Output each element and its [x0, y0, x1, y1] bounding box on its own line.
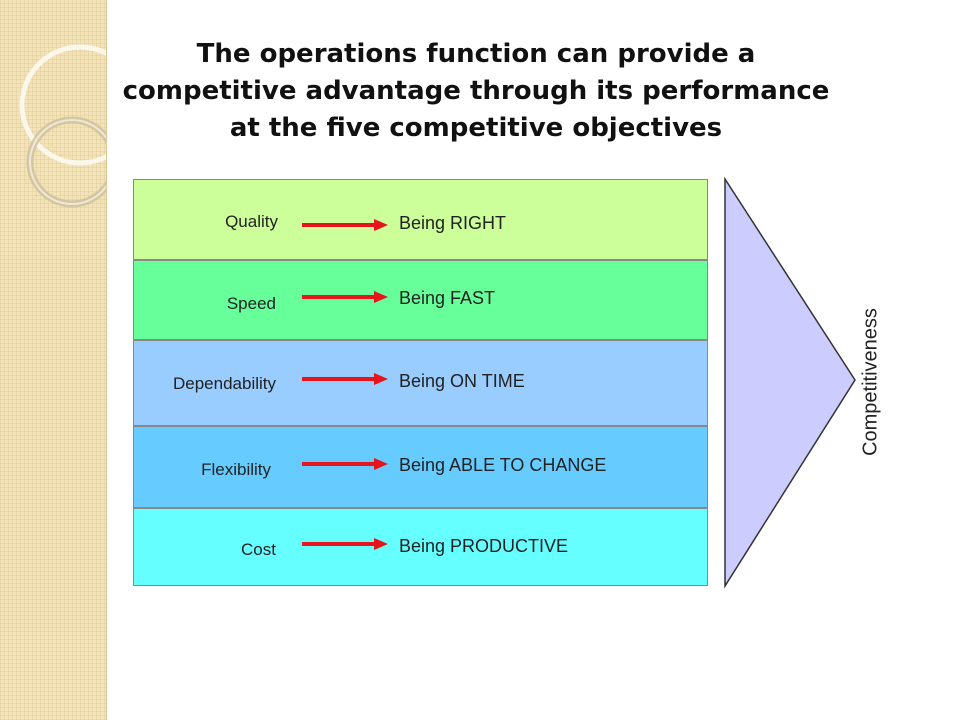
right-arrow-icon [302, 538, 388, 550]
right-arrow-icon [302, 291, 388, 303]
decorative-circles [19, 44, 106, 208]
right-arrow-icon [302, 373, 388, 385]
competitiveness-label: Competitiveness [859, 308, 882, 456]
description-dependability: Being ON TIME [399, 371, 525, 391]
description-flexibility: Being ABLE TO CHANGE [399, 455, 607, 475]
description-speed: Being FAST [399, 288, 496, 308]
decorative-side-strip [0, 0, 107, 720]
chevron-right-icon [724, 176, 856, 589]
slide-title: The operations function can provide a co… [122, 39, 830, 143]
right-arrow-icon [302, 219, 388, 231]
description-cost: Being PRODUCTIVE [399, 536, 569, 556]
factor-label-cost: Cost [241, 540, 276, 559]
factor-label-quality: Quality [225, 212, 278, 231]
band-dependability [133, 340, 708, 426]
band-quality [133, 179, 708, 260]
factor-label-dependability: Dependability [172, 374, 276, 393]
factor-label-flexibility: Flexibility [201, 460, 271, 479]
band-speed [133, 260, 708, 340]
description-quality: Being RIGHT [399, 213, 507, 233]
band-cost [133, 508, 708, 586]
factor-label-speed: Speed [226, 294, 276, 313]
band-flexibility [133, 426, 708, 508]
right-arrow-icon [302, 458, 388, 470]
